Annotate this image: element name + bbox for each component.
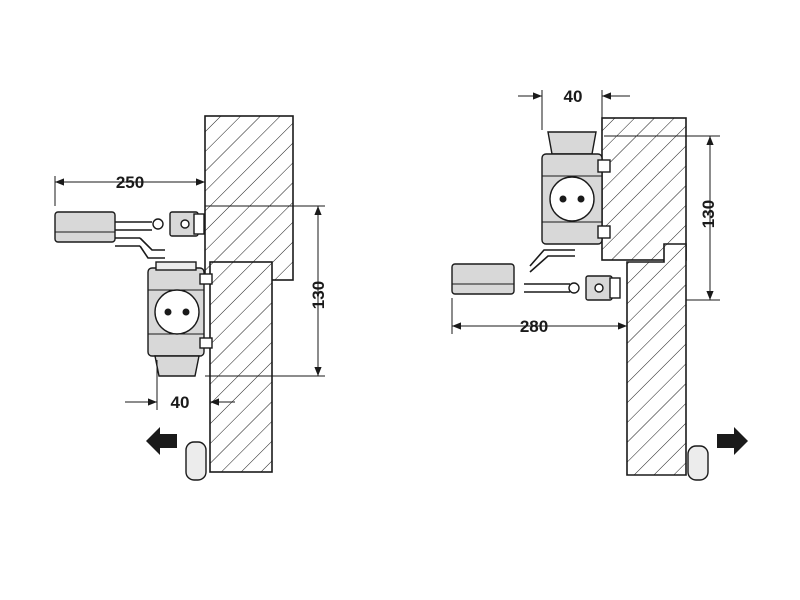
left-closer-arm [54, 211, 205, 259]
left-closer-body [147, 261, 213, 377]
left-dim-130: 130 [309, 281, 328, 309]
right-dim-40: 40 [564, 87, 583, 106]
right-dim-280: 280 [520, 317, 548, 336]
left-dim-250: 250 [116, 173, 144, 192]
right-closer-body [541, 131, 611, 245]
left-door-handle [185, 441, 207, 481]
right-door-leaf [626, 243, 687, 476]
right-door-handle [687, 445, 709, 481]
left-door-leaf [209, 261, 273, 473]
arrow-left-icon [146, 427, 177, 455]
right-dim-130: 130 [699, 200, 718, 228]
left-view: 250 130 40 [54, 115, 328, 481]
left-dim-40: 40 [171, 393, 190, 412]
left-frame-block [204, 115, 294, 281]
right-closer-arm [451, 249, 621, 301]
right-view: 40 130 280 [451, 87, 748, 481]
arrow-right-icon [717, 427, 748, 455]
right-frame-block [601, 117, 687, 261]
